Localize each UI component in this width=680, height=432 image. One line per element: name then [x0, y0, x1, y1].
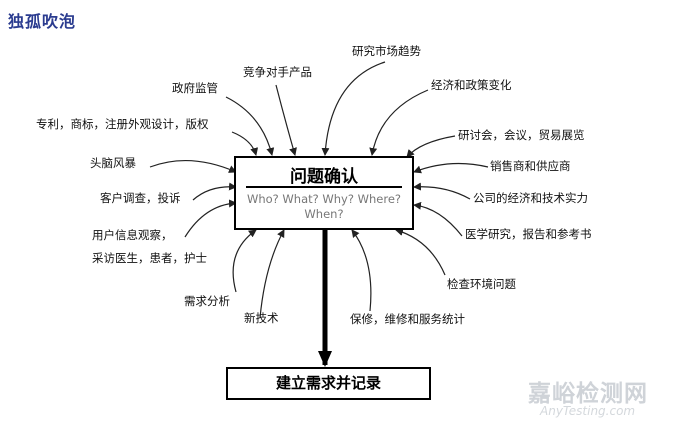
label-new-technology: 新技术	[244, 311, 279, 325]
watermark-cn: 嘉峪检测网	[528, 381, 648, 407]
label-seminars: 研讨会，会议，贸易展览	[458, 128, 585, 142]
label-requirement-analysis: 需求分析	[184, 294, 230, 308]
label-user-observation-1: 用户信息观察，	[92, 228, 173, 242]
arrow-gov	[225, 96, 275, 156]
problem-identification-box: 问题确认 Who? What? Why? Where? When?	[234, 156, 414, 230]
center-title: 问题确认	[290, 167, 358, 187]
label-economy-policy: 经济和政策变化	[431, 78, 512, 92]
arrow-customer	[192, 182, 237, 201]
brand-title: 独孤吹泡	[8, 12, 77, 31]
center-subtitle: Who? What? Why? Where? When?	[242, 192, 406, 222]
arrow-user	[184, 199, 237, 238]
arrow-service	[351, 229, 372, 312]
center-divider	[246, 186, 402, 188]
arrow-capability	[413, 182, 471, 200]
label-environment-check: 检查环境问题	[447, 277, 516, 291]
label-company-capability: 公司的经济和技术实力	[473, 191, 588, 205]
label-patents: 专利，商标，注册外观设计，版权	[36, 117, 209, 131]
arrow-seminar	[406, 135, 456, 158]
label-service-statistics: 保修，维修和服务统计	[350, 312, 465, 326]
arrow-market	[321, 61, 386, 156]
arrow-competitor	[275, 84, 297, 156]
label-user-observation-2: 采访医生，患者，护士	[92, 251, 207, 265]
center-subtitle-line1: Who? What? Why? Where?	[246, 192, 402, 206]
label-market-trends: 研究市场趋势	[352, 44, 421, 58]
arrow-environment	[395, 228, 446, 276]
arrow-brainstorm	[149, 160, 237, 173]
label-distributors: 销售商和供应商	[490, 159, 571, 173]
arrow-economy	[369, 89, 429, 156]
arrow-patent	[231, 131, 259, 156]
arrow-newtech	[259, 229, 285, 319]
output-box: 建立需求并记录	[226, 367, 431, 400]
label-customer-survey: 客户调查，投诉	[100, 191, 181, 205]
label-brainstorming: 头脑风暴	[90, 156, 136, 170]
watermark-en: AnyTesting.com	[540, 404, 636, 418]
label-government-regulation: 政府监管	[172, 81, 218, 95]
arrow-distributor	[413, 162, 489, 174]
arrow-requirement	[232, 229, 257, 293]
label-medical-research: 医学研究，报告和参考书	[465, 227, 592, 241]
arrow-medical	[413, 201, 463, 237]
label-competitor-products: 竞争对手产品	[243, 65, 312, 79]
center-subtitle-line2: When?	[304, 207, 344, 221]
